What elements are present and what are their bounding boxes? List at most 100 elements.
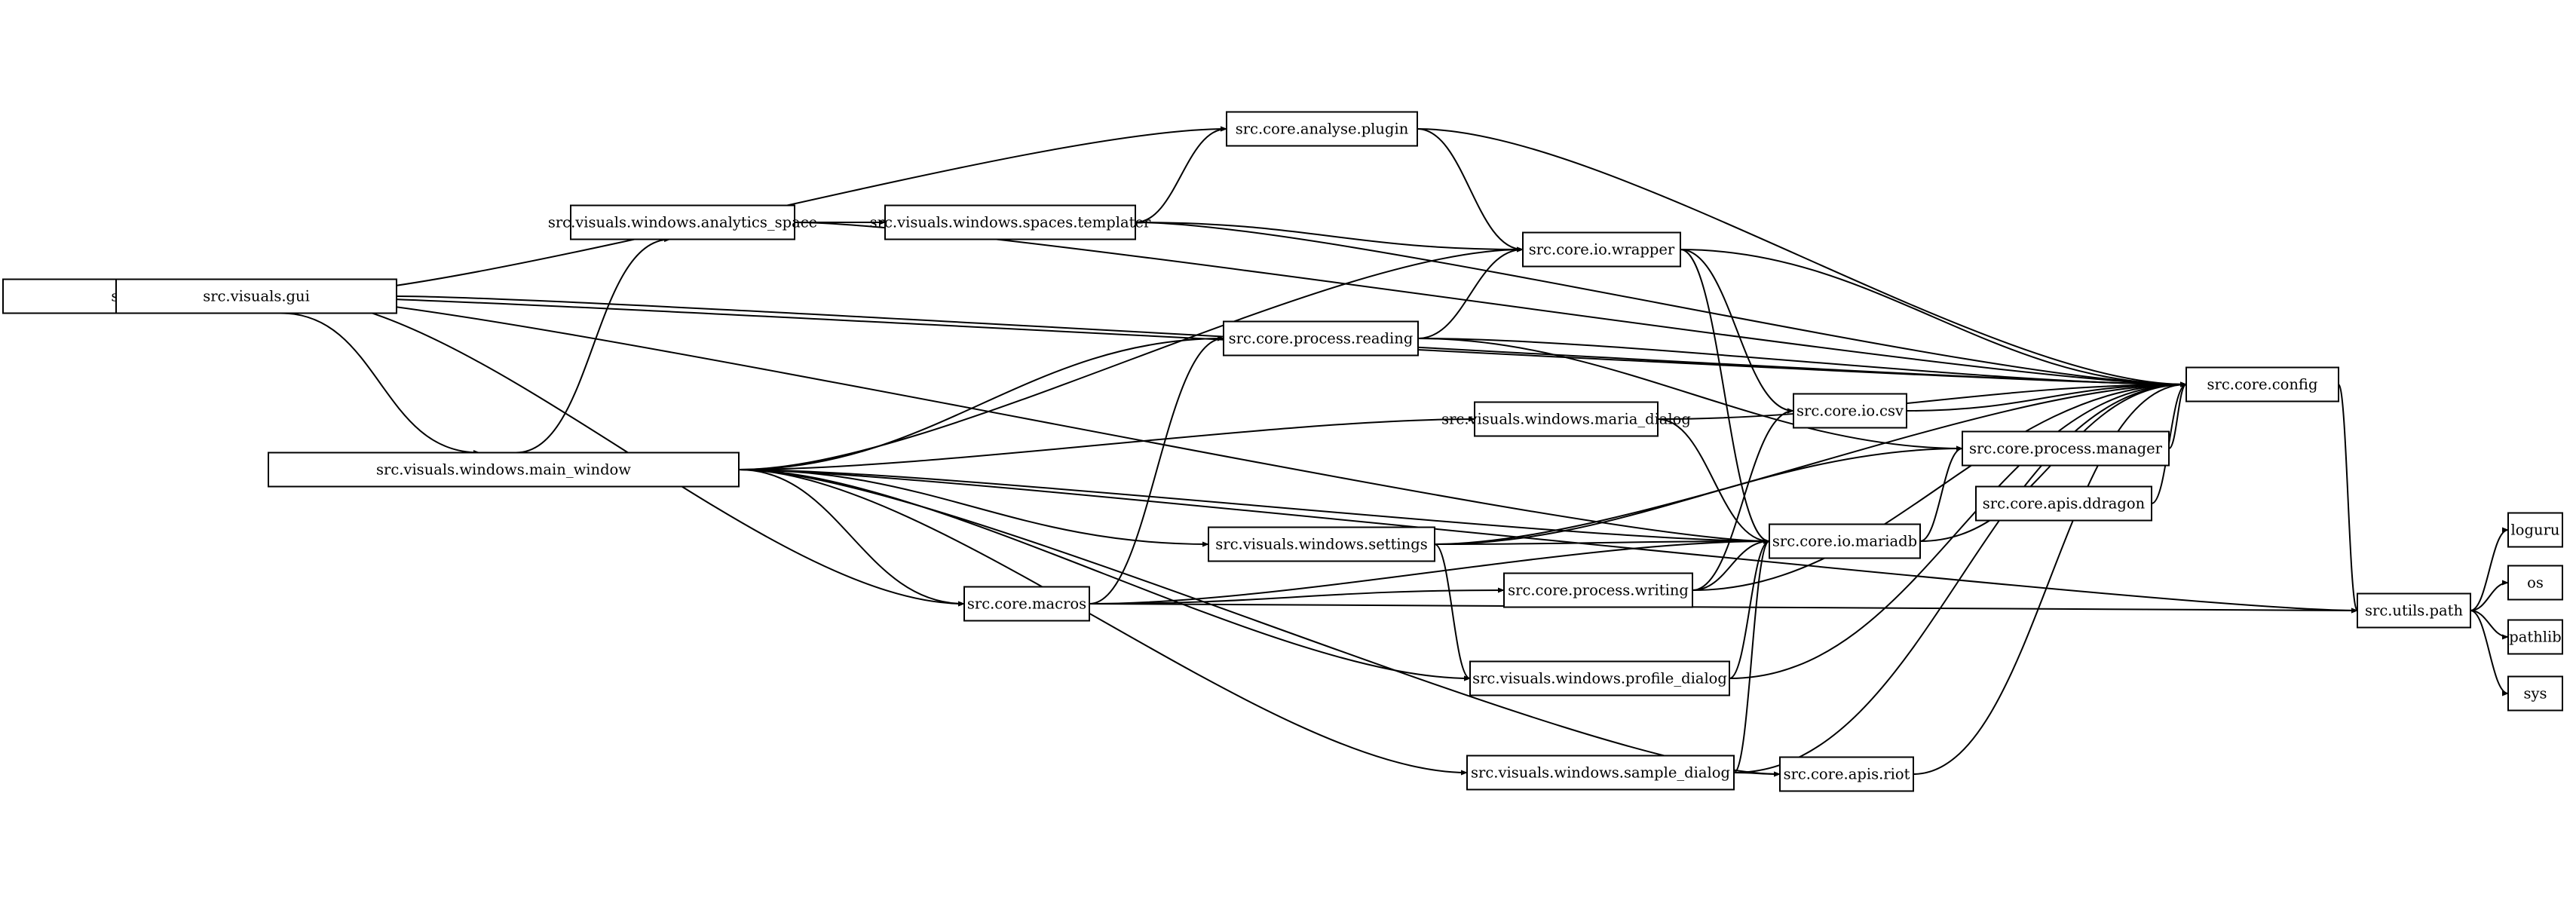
node-box [2507, 675, 2563, 712]
edge-templater-to-config [1135, 222, 2187, 387]
edge-arrow [738, 469, 1209, 547]
edge-manager-to-config [2168, 381, 2187, 449]
edge-arrow [1657, 381, 2187, 420]
node-label: src.visuals.windows.profile_dialog [1472, 670, 1727, 687]
node-wrapper: src.core.io.wrapper [1522, 231, 1681, 268]
edge-maria_dialog-to-config [1657, 381, 2187, 420]
node-label: os [2527, 574, 2544, 592]
edge-main-to-mariadb [283, 295, 1770, 544]
edge-arrow [1089, 587, 1505, 605]
edge-arrow [738, 469, 965, 607]
edge-reading-to-manager [1417, 338, 1963, 452]
node-riot: src.core.apis.riot [1779, 756, 1914, 792]
edge-arrow [2470, 580, 2509, 611]
edge-path-to-os [2470, 580, 2509, 611]
node-path: src.utils.path [2357, 592, 2471, 629]
node-label: src.visuals.windows.settings [1215, 536, 1427, 553]
edge-arrow [1733, 538, 1770, 773]
node-label: loguru [2511, 522, 2560, 539]
edge-arrow [738, 469, 1770, 544]
node-sample: src.visuals.windows.sample_dialog [1466, 755, 1735, 791]
edge-path-to-sys [2470, 610, 2509, 696]
edge-arrow [2168, 381, 2187, 449]
edge-arrow [280, 312, 480, 456]
edge-csv-to-config [1906, 381, 2187, 412]
edge-reading-to-config [1417, 338, 2187, 387]
node-box [1469, 660, 1730, 696]
node-label: src.visuals.windows.main_window [376, 461, 631, 479]
node-box [1223, 320, 1419, 357]
nodes-layer: src.mainsrc.visuals.guisrc.visuals.windo… [2, 111, 2563, 792]
edge-settings-to-profile [1434, 543, 1471, 681]
node-box [1208, 526, 1435, 562]
node-loguru: loguru [2507, 512, 2563, 548]
edge-plugin-to-wrapper [1417, 128, 1524, 253]
edge-sample-to-config [1733, 381, 2187, 773]
node-box [1962, 430, 2170, 467]
node-box [884, 204, 1136, 240]
edge-arrow [1913, 381, 2187, 775]
edge-arrow [738, 469, 1471, 681]
node-analytics: src.visuals.windows.analytics_space [548, 204, 817, 240]
edge-mainwin-to-maria_dialog [738, 416, 1475, 470]
edge-arrow [1729, 381, 2187, 679]
node-label: src.visuals.gui [203, 288, 310, 305]
edge-arrow [1919, 445, 1963, 542]
node-pathlib: pathlib [2507, 619, 2563, 655]
edge-macros-to-reading [1089, 335, 1224, 605]
node-maria_dialog: src.visuals.windows.maria_dialog [1441, 401, 1691, 437]
node-label: src.core.process.manager [1969, 440, 2163, 458]
edge-mainwin-to-reading [738, 335, 1224, 470]
edge-mainwin-to-mariadb [738, 469, 1770, 544]
node-profile: src.visuals.windows.profile_dialog [1469, 660, 1730, 696]
edge-arrow [283, 295, 965, 607]
edge-macros-to-writing [1089, 587, 1505, 605]
node-macros: src.core.macros [963, 586, 1090, 622]
edge-arrow [2470, 610, 2509, 640]
edge-arrow [1089, 538, 1770, 605]
node-label: src.core.io.csv [1796, 403, 1904, 420]
node-label: src.core.io.wrapper [1529, 241, 1675, 259]
node-label: src.core.macros [967, 595, 1086, 613]
node-box [268, 452, 740, 488]
node-label: src.core.apis.riot [1784, 766, 1910, 783]
edge-wrapper-to-mariadb [1680, 249, 1770, 544]
edge-arrow [738, 469, 2358, 614]
node-templater: src.visuals.windows.spaces.templater [870, 204, 1151, 240]
edge-settings-to-config [1434, 381, 2187, 545]
edge-arrow [738, 246, 1524, 470]
edge-wrapper-to-csv [1680, 249, 1794, 414]
edge-arrow [1692, 538, 1770, 591]
edge-plugin-to-config [1417, 128, 2187, 387]
edge-mainwin-to-macros [738, 469, 965, 607]
edge-arrow [1680, 249, 1770, 544]
node-box [115, 278, 397, 314]
node-manager: src.core.process.manager [1962, 430, 2170, 467]
node-csv: src.core.io.csv [1793, 393, 1907, 429]
edge-mariadb-to-manager [1919, 445, 1963, 542]
node-label: src.visuals.windows.spaces.templater [870, 214, 1151, 231]
edge-arrow [2470, 527, 2509, 611]
node-sys: sys [2507, 675, 2563, 712]
edge-mainwin-to-analytics [516, 236, 672, 454]
node-reading: src.core.process.reading [1223, 320, 1419, 357]
edge-arrow [1733, 381, 2187, 773]
edge-arrow [1692, 381, 2187, 591]
edge-arrow [1680, 249, 2187, 387]
edge-arrow [1906, 381, 2187, 412]
edge-mainwin-to-settings [738, 469, 1209, 547]
edge-macros-to-path [1089, 603, 2358, 614]
node-box [2357, 592, 2471, 629]
edge-arrow [738, 469, 1468, 776]
edge-writing-to-config [1692, 381, 2187, 591]
edge-config-to-path [2338, 384, 2358, 614]
node-plugin: src.core.analyse.plugin [1226, 111, 1418, 147]
edge-path-to-pathlib [2470, 610, 2509, 640]
edge-arrow [1417, 246, 1524, 339]
edge-arrow [283, 295, 1770, 544]
edge-reading-to-wrapper [1417, 246, 1524, 339]
node-mariadb: src.core.io.mariadb [1769, 523, 1921, 559]
node-ddragon: src.core.apis.ddragon [1975, 485, 2152, 522]
edge-profile-to-config [1729, 381, 2187, 679]
